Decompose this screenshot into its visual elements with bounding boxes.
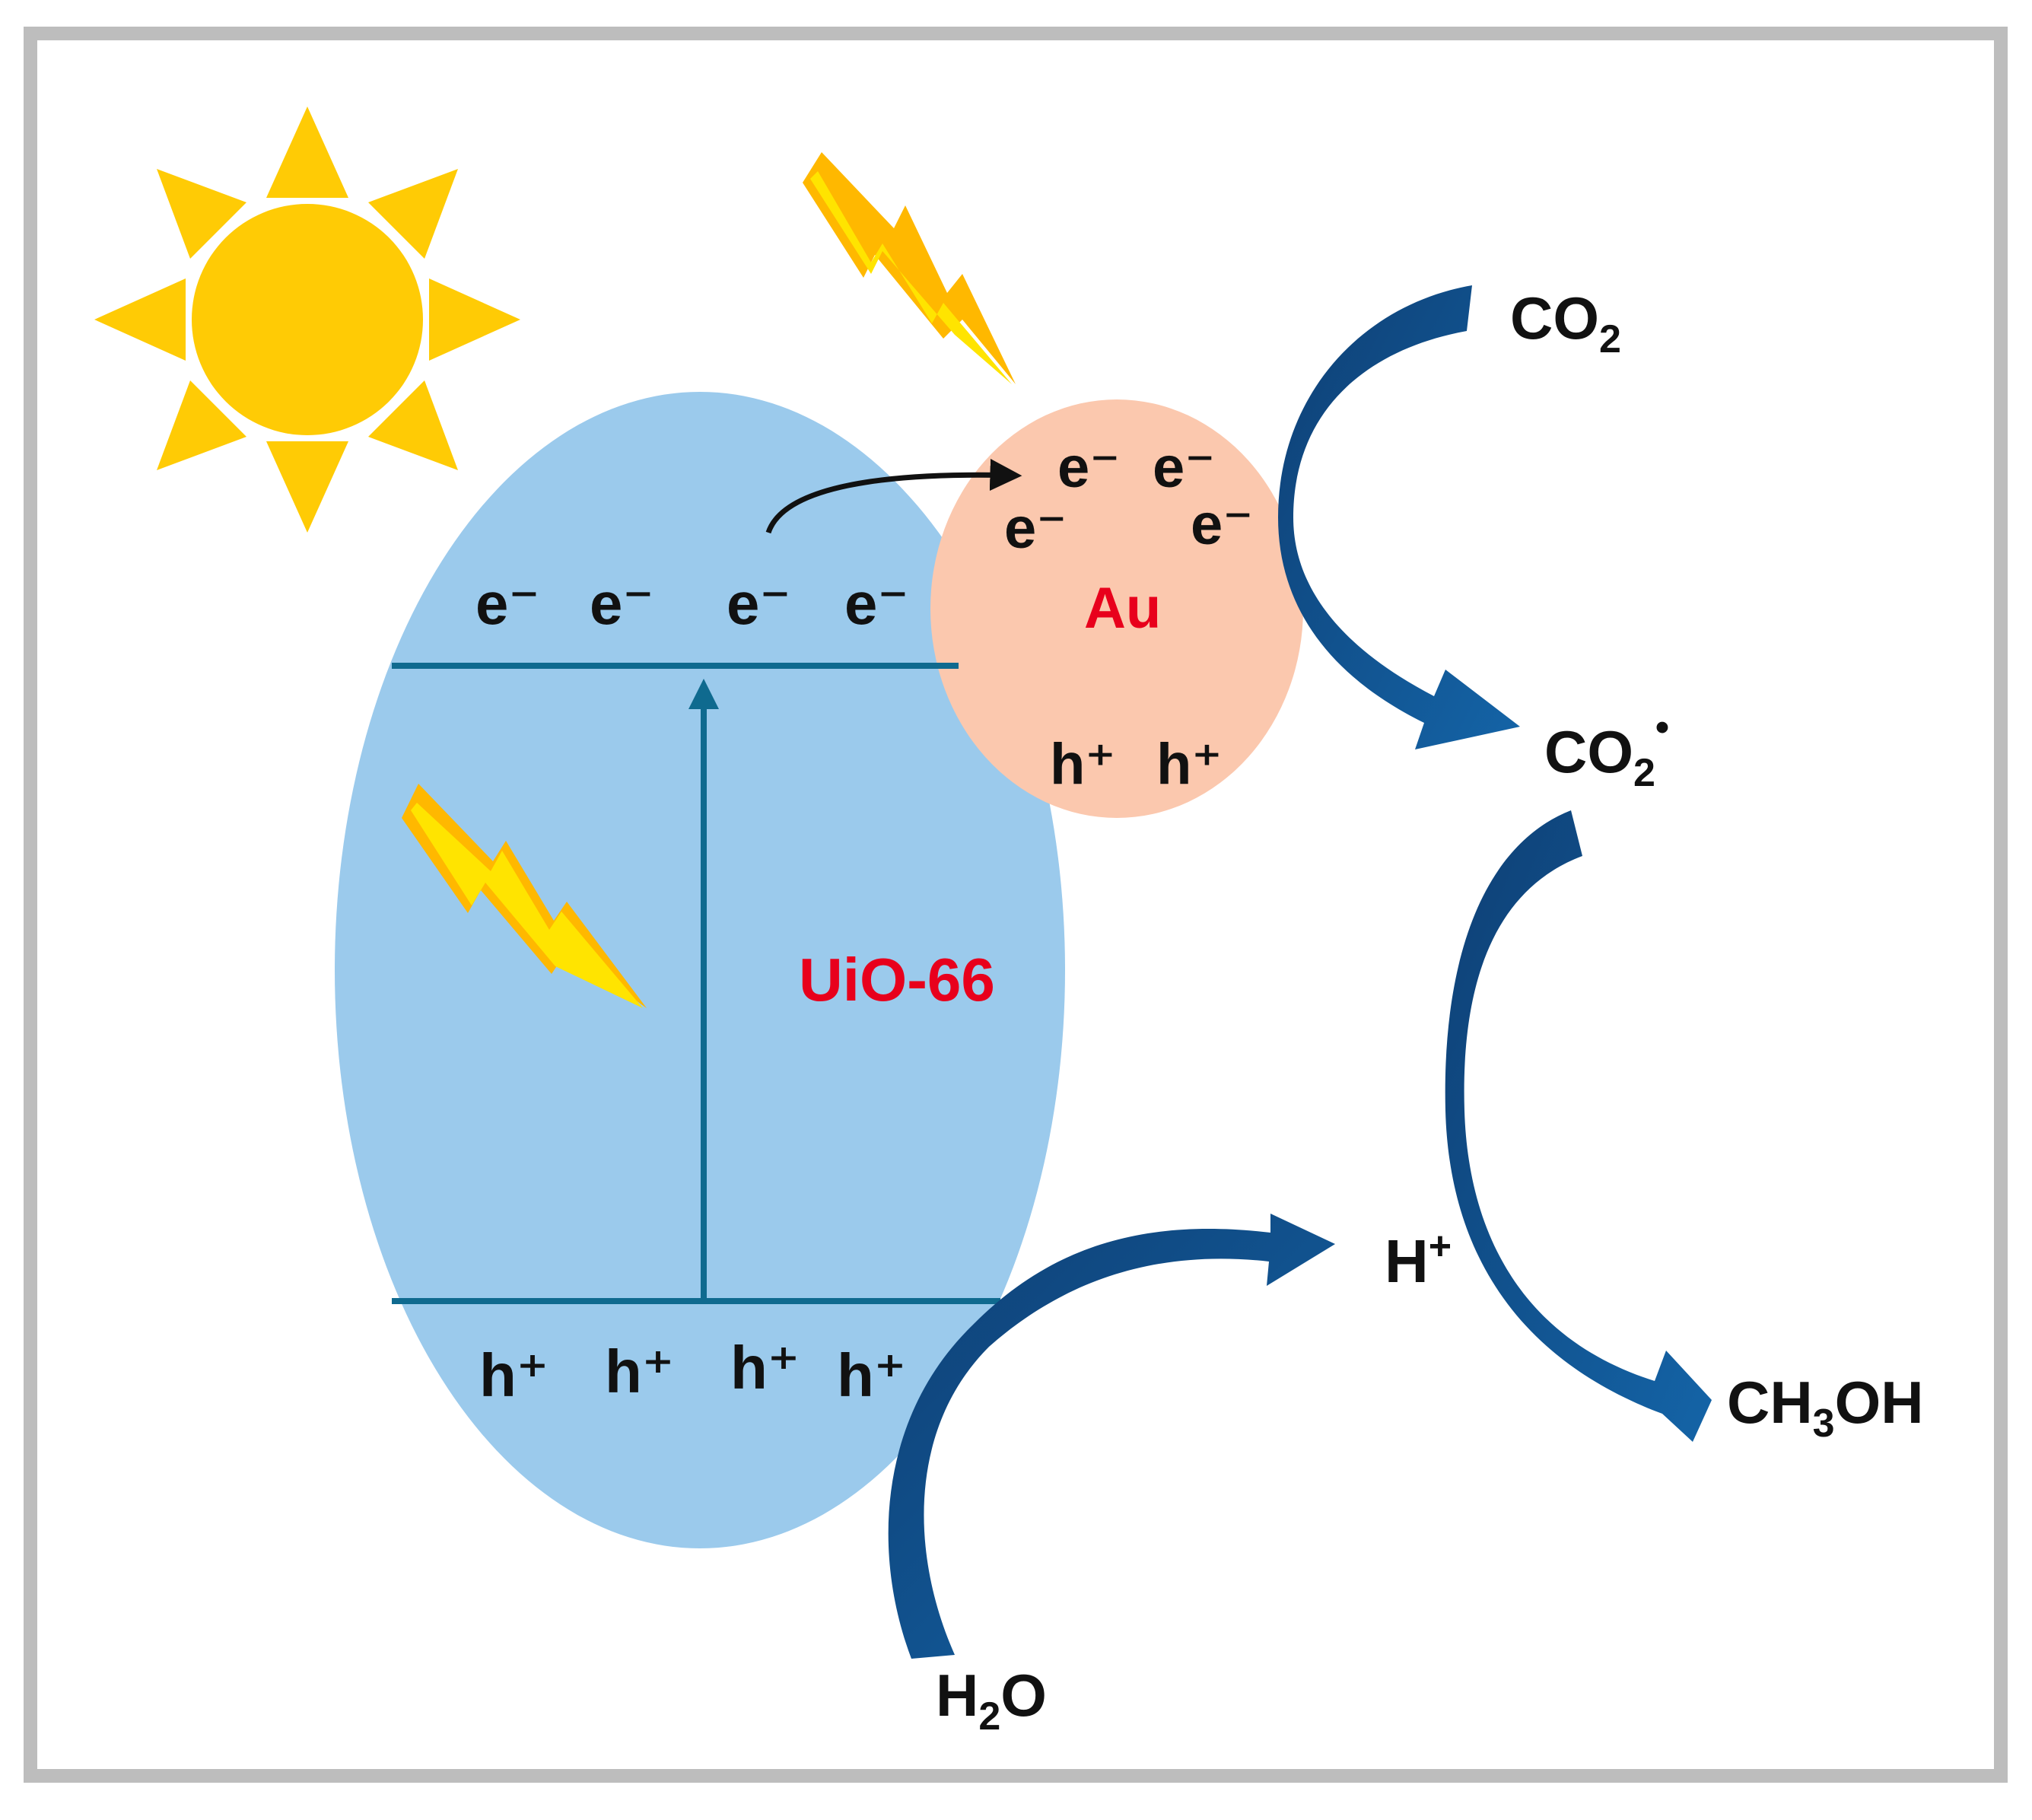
- co2-radical-label: CO2•: [1544, 705, 1669, 795]
- au-electron: e⁻: [1057, 435, 1120, 500]
- au-electron: e⁻: [1153, 435, 1215, 500]
- vb-hole: h⁺: [605, 1338, 674, 1405]
- au-label: Au: [1084, 576, 1161, 641]
- co2-reduction-arrow: [1278, 285, 1520, 749]
- au-electron: e⁻: [1191, 492, 1253, 557]
- au-hole: h⁺: [1050, 732, 1116, 797]
- cb-electron: e⁻: [590, 570, 654, 637]
- sun-icon: [94, 107, 520, 533]
- co2-label: CO2: [1510, 285, 1621, 361]
- uio66-particle: [335, 392, 1065, 1548]
- cb-electron: e⁻: [727, 570, 791, 637]
- methanol-label: CH3OH: [1727, 1369, 1924, 1446]
- vb-hole: h⁺: [730, 1334, 800, 1402]
- methanol-formation-arrow: [1445, 810, 1712, 1442]
- lightning-icon: [402, 784, 647, 1008]
- water-oxidation-arrow: [888, 1214, 1335, 1659]
- h-plus-label: H+: [1385, 1224, 1452, 1295]
- au-particle: [930, 399, 1303, 818]
- lightning-icon: [803, 152, 1016, 384]
- cb-electron: e⁻: [844, 570, 909, 637]
- vb-hole: h⁺: [479, 1341, 549, 1409]
- cb-electron: e⁻: [475, 570, 540, 637]
- electron-transfer-arrow: [765, 459, 1022, 534]
- uio66-label: UiO-66: [799, 946, 995, 1013]
- au-electron: e⁻: [1004, 496, 1067, 561]
- h2o-label: H2O: [936, 1662, 1047, 1739]
- vb-hole: h⁺: [837, 1341, 906, 1409]
- au-hole: h⁺: [1156, 732, 1223, 797]
